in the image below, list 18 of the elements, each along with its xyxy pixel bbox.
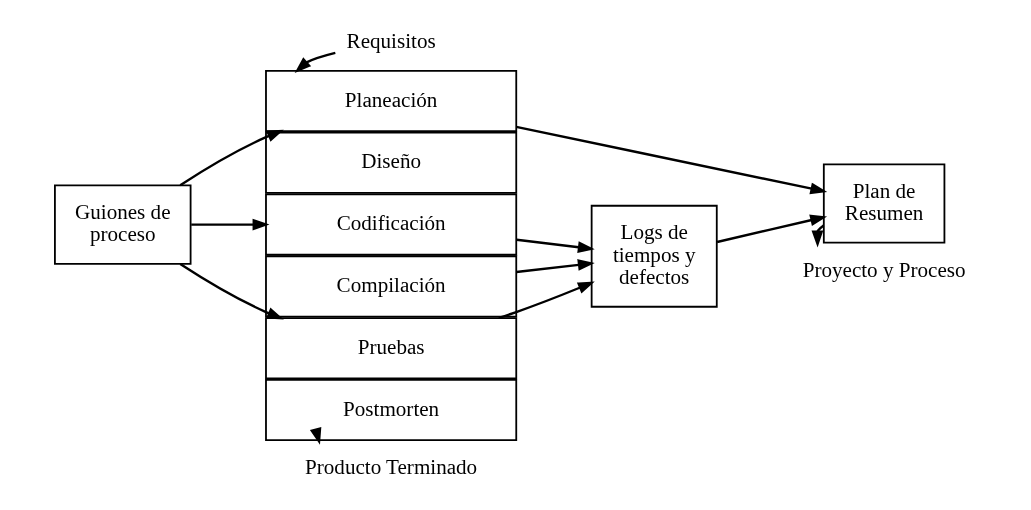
arrow bbox=[498, 281, 595, 319]
node-box: Codificación bbox=[265, 193, 518, 256]
node-box: Logs de tiempos y defectos bbox=[590, 204, 718, 308]
arrow bbox=[716, 213, 828, 243]
arrow bbox=[179, 262, 284, 319]
node-box: Pruebas bbox=[265, 316, 518, 379]
arrow bbox=[294, 51, 336, 73]
arrow bbox=[516, 238, 595, 253]
node-box: Guiones de proceso bbox=[54, 184, 192, 265]
node-box: Plan de Resumen bbox=[822, 162, 946, 244]
arrow bbox=[516, 258, 595, 273]
arrow bbox=[191, 218, 270, 230]
node-text: Requisitos bbox=[346, 28, 436, 53]
node-box: Planeación bbox=[265, 69, 518, 132]
arrow bbox=[516, 125, 828, 194]
node-text: Proyecto y Proceso bbox=[802, 257, 966, 282]
arrow bbox=[811, 224, 825, 247]
node-text: Producto Terminado bbox=[305, 454, 478, 479]
